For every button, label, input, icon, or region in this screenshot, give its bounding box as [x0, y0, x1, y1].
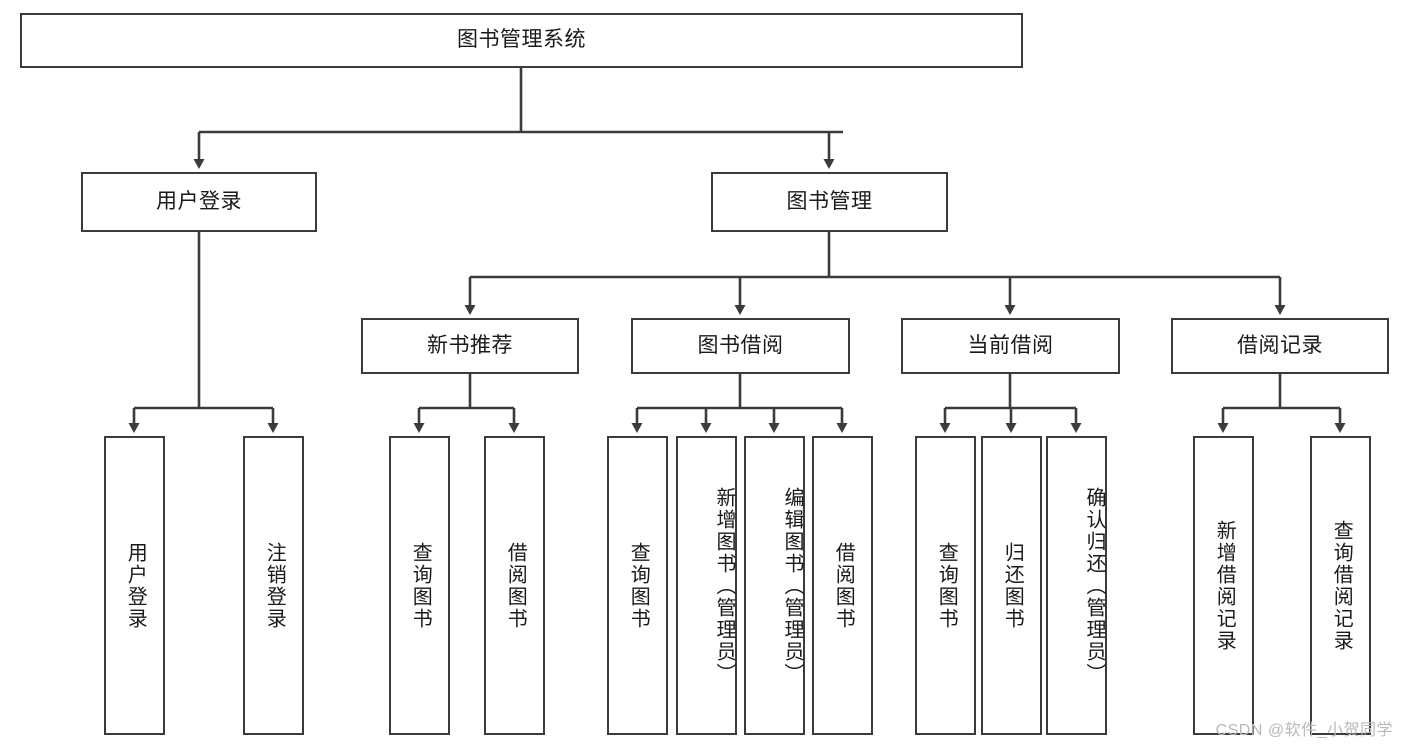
- leaf-return-books[interactable]: 归还图书: [981, 436, 1042, 735]
- leaf-edit-book-admin[interactable]: 编辑图书（管理员）: [744, 436, 805, 735]
- leaf-add-borrow-record[interactable]: 新增借阅记录: [1193, 436, 1254, 735]
- leaf-query-books-current[interactable]: 查询图书: [915, 436, 976, 735]
- leaf-add-book-admin[interactable]: 新增图书（管理员）: [676, 436, 737, 735]
- node-current-borrow[interactable]: 当前借阅: [901, 318, 1120, 374]
- node-borrow-records[interactable]: 借阅记录: [1171, 318, 1389, 374]
- leaf-borrow-books-new[interactable]: 借阅图书: [484, 436, 545, 735]
- leaf-query-borrow-record[interactable]: 查询借阅记录: [1310, 436, 1371, 735]
- leaf-query-books-new[interactable]: 查询图书: [389, 436, 450, 735]
- leaf-query-books-borrow[interactable]: 查询图书: [607, 436, 668, 735]
- leaf-borrow-books[interactable]: 借阅图书: [812, 436, 873, 735]
- leaf-logout[interactable]: 注销登录: [243, 436, 304, 735]
- node-book-management[interactable]: 图书管理: [711, 172, 948, 232]
- csdn-watermark: CSDN @软件_小贺同学: [1215, 722, 1393, 739]
- node-book-borrow[interactable]: 图书借阅: [631, 318, 850, 374]
- node-user-login[interactable]: 用户登录: [81, 172, 317, 232]
- leaf-user-login[interactable]: 用户登录: [104, 436, 165, 735]
- node-new-book-recommend[interactable]: 新书推荐: [361, 318, 579, 374]
- node-root[interactable]: 图书管理系统: [20, 13, 1023, 68]
- leaf-confirm-return-admin[interactable]: 确认归还（管理员）: [1046, 436, 1107, 735]
